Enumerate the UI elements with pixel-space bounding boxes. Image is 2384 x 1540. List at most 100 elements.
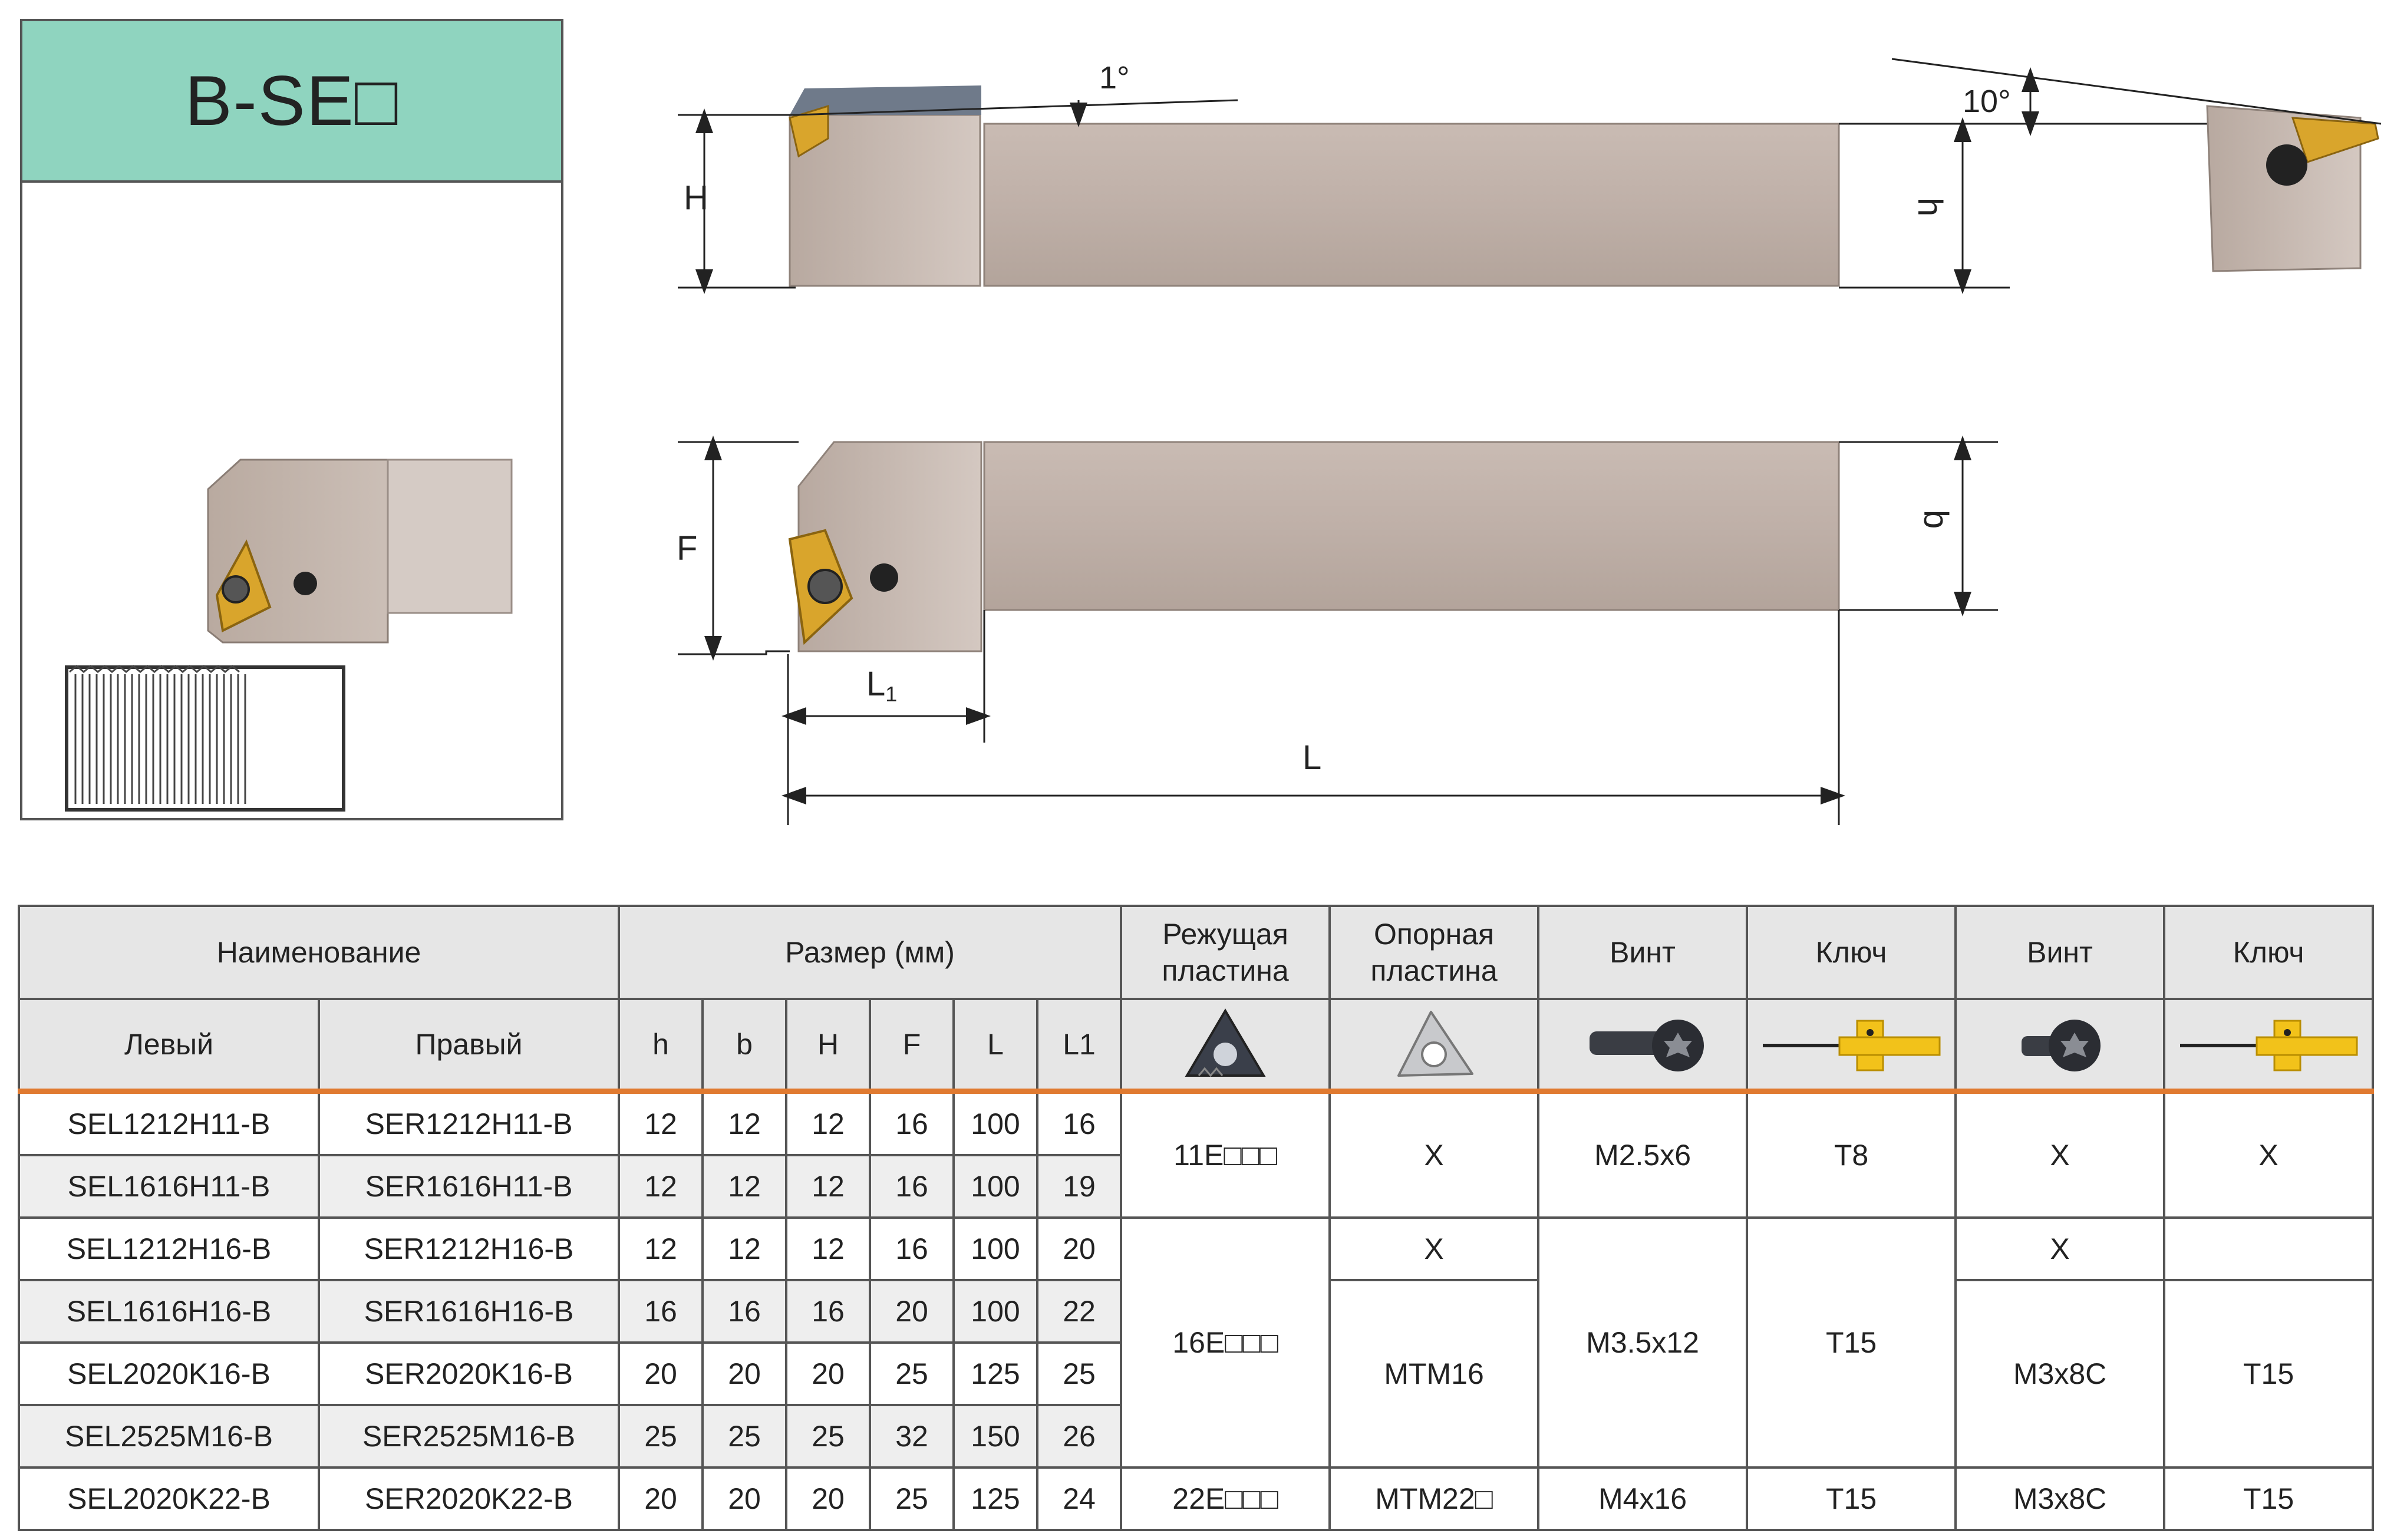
cell-key-2: X (2163, 1089, 2375, 1219)
cell-insert: 11E□□□ (1120, 1089, 1331, 1219)
product-title: B-SE□ (22, 21, 561, 183)
dim-h-label: h (1911, 197, 1949, 216)
cell-insert: 16E□□□ (1120, 1216, 1331, 1469)
cell-b: 20 (701, 1466, 788, 1531)
cell-L1: 26 (1036, 1404, 1123, 1469)
cell-L1: 22 (1036, 1279, 1123, 1344)
cell-b: 16 (701, 1279, 788, 1344)
cell-h: 12 (618, 1216, 704, 1281)
cell-H: 16 (785, 1279, 872, 1344)
table-row: SEL1212H16-B SER1212H16-B 12 12 12 16 10… (18, 1216, 2375, 1469)
cell-L1: 16 (1036, 1089, 1123, 1156)
cell-left: SEL2525M16-B (18, 1404, 320, 1469)
cell-right: SER2525M16-B (317, 1404, 621, 1469)
subheader-h: h (618, 998, 704, 1093)
cell-h: 25 (618, 1404, 704, 1469)
angle-side-label: 10° (1963, 84, 2011, 119)
cell-h: 12 (618, 1154, 704, 1219)
cell-L: 125 (952, 1341, 1039, 1406)
cell-right: SER2020K16-B (317, 1341, 621, 1406)
key-icon (1763, 1020, 1941, 1071)
cell-L: 150 (952, 1404, 1039, 1469)
subheader-H: H (785, 998, 872, 1093)
cell-b: 12 (701, 1216, 788, 1281)
cell-F: 32 (869, 1404, 955, 1469)
table-row: SEL2020K22-B SER2020K22-B 20 20 20 25 12… (18, 1466, 2375, 1531)
table-row: SEL1616H16-B SER1616H16-B 16 16 16 20 10… (18, 1279, 2375, 1469)
subheader-F: F (869, 998, 955, 1093)
small-screw-icon (2022, 1020, 2101, 1071)
dim-L-label: L (1303, 738, 1321, 777)
cell-h: 20 (618, 1466, 704, 1531)
dim-L1-label: L1 (866, 665, 897, 706)
insert-top-icon (789, 104, 829, 158)
dim-F-label: F (677, 529, 697, 568)
cell-screw-2: M3x8C (1954, 1279, 2166, 1469)
cell-right: SER1212H16-B (317, 1216, 621, 1281)
cell-L: 100 (952, 1279, 1039, 1344)
cell-left: SEL1212H11-B (18, 1089, 320, 1156)
shim-icon-cell (1328, 998, 1540, 1093)
cell-left: SEL2020K16-B (18, 1341, 320, 1406)
cell-insert: 22E□□□ (1120, 1466, 1331, 1531)
cell-screw-2: M3x8C (1954, 1466, 2166, 1531)
cell-screw-2: X (1954, 1216, 2166, 1281)
key-icon-cell-2 (2163, 998, 2375, 1093)
header-name: Наименование (17, 905, 621, 1000)
cell-F: 16 (869, 1154, 955, 1219)
specification-table: Наименование Размер (мм) Режущая пластин… (17, 905, 2375, 1531)
cell-h: 12 (618, 1089, 704, 1156)
key-icon (2180, 1020, 2358, 1071)
header-key-2: Ключ (2163, 905, 2375, 1000)
table-row: SEL2525M16-B SER2525M16-B 25 25 25 32 15… (18, 1404, 2373, 1469)
header-screw: Винт (1537, 905, 1749, 1000)
screw-icon-cell (1537, 998, 1749, 1093)
header-insert: Режущая пластина (1120, 905, 1331, 1000)
cell-F: 20 (869, 1279, 955, 1344)
cell-key: T15 (1746, 1466, 1957, 1531)
insert-icon-cell (1120, 998, 1331, 1093)
cell-H: 12 (785, 1089, 872, 1156)
cell-right: SER1616H16-B (317, 1279, 621, 1344)
cell-F: 16 (869, 1089, 955, 1156)
header-key: Ключ (1746, 905, 1957, 1000)
cell-key: T15 (1746, 1216, 1957, 1469)
cell-screw: M3.5x12 (1537, 1216, 1749, 1469)
cell-F: 25 (869, 1466, 955, 1531)
cell-H: 20 (785, 1466, 872, 1531)
cell-b: 12 (701, 1154, 788, 1219)
top-view: H 1° h 10° (678, 58, 2382, 294)
cell-L1: 25 (1036, 1341, 1123, 1406)
cell-screw-2: X (1954, 1089, 2166, 1219)
cell-left: SEL1212H16-B (18, 1216, 320, 1281)
key-icon-cell (1746, 998, 1957, 1093)
cell-h: 16 (618, 1279, 704, 1344)
threading-illustration (65, 459, 513, 812)
table-row: SEL1616H11-B SER1616H11-B 12 12 12 16 10… (18, 1154, 2373, 1219)
cell-L1: 20 (1036, 1216, 1123, 1281)
cell-H: 25 (785, 1404, 872, 1469)
cell-key-2 (2163, 1216, 2375, 1281)
cell-right: SER1616H11-B (317, 1154, 621, 1219)
subheader-L: L (952, 998, 1039, 1093)
cell-shim: MTM16 (1328, 1279, 1540, 1469)
dim-L1-subscript: 1 (885, 682, 897, 706)
cell-L1: 19 (1036, 1154, 1123, 1219)
cell-L: 100 (952, 1154, 1039, 1219)
cell-left: SEL1616H11-B (18, 1154, 320, 1219)
cell-key-2: T15 (2163, 1466, 2375, 1531)
cell-L: 125 (952, 1466, 1039, 1531)
cell-b: 20 (701, 1341, 788, 1406)
header-size: Размер (мм) (618, 905, 1123, 1000)
shim-icon (1397, 1011, 1474, 1077)
header-shim: Опорная пластина (1328, 905, 1540, 1000)
insert-icon (1185, 1008, 1266, 1077)
cell-L: 100 (952, 1216, 1039, 1281)
cell-left: SEL2020K22-B (18, 1466, 320, 1531)
cell-b: 25 (701, 1404, 788, 1469)
title-card: B-SE□ (20, 19, 563, 820)
cell-shim: MTM22□ (1328, 1466, 1540, 1531)
cell-shim: X (1328, 1216, 1540, 1281)
cell-key-2: T15 (2163, 1279, 2375, 1469)
subheader-b: b (701, 998, 788, 1093)
